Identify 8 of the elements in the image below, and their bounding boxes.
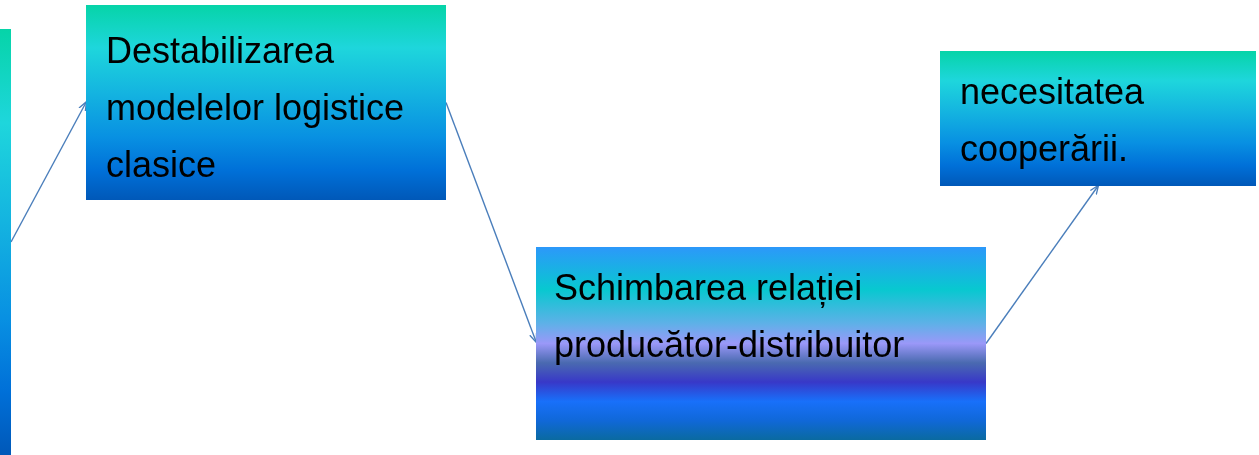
box-text: Destabilizarea modelelor logistice clasice bbox=[106, 29, 406, 187]
process-box bbox=[86, 5, 446, 200]
box-text: necesitatea cooperării. bbox=[960, 70, 1146, 171]
arrow bbox=[10, 101, 88, 243]
box-text: Schimbarea relației producător-distribuitor bbox=[554, 266, 906, 367]
arrow bbox=[985, 184, 1100, 345]
process-box bbox=[940, 51, 1256, 186]
process-box bbox=[536, 247, 986, 440]
